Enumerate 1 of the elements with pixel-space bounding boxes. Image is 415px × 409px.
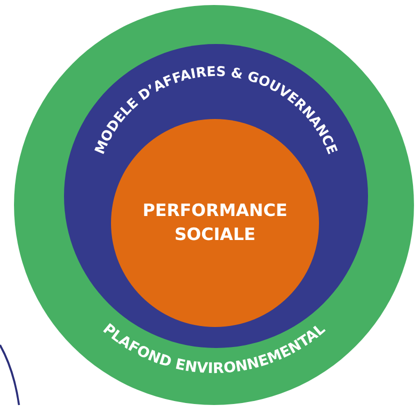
circle-label: PERFORMANCE SOCIALE [142,200,288,247]
